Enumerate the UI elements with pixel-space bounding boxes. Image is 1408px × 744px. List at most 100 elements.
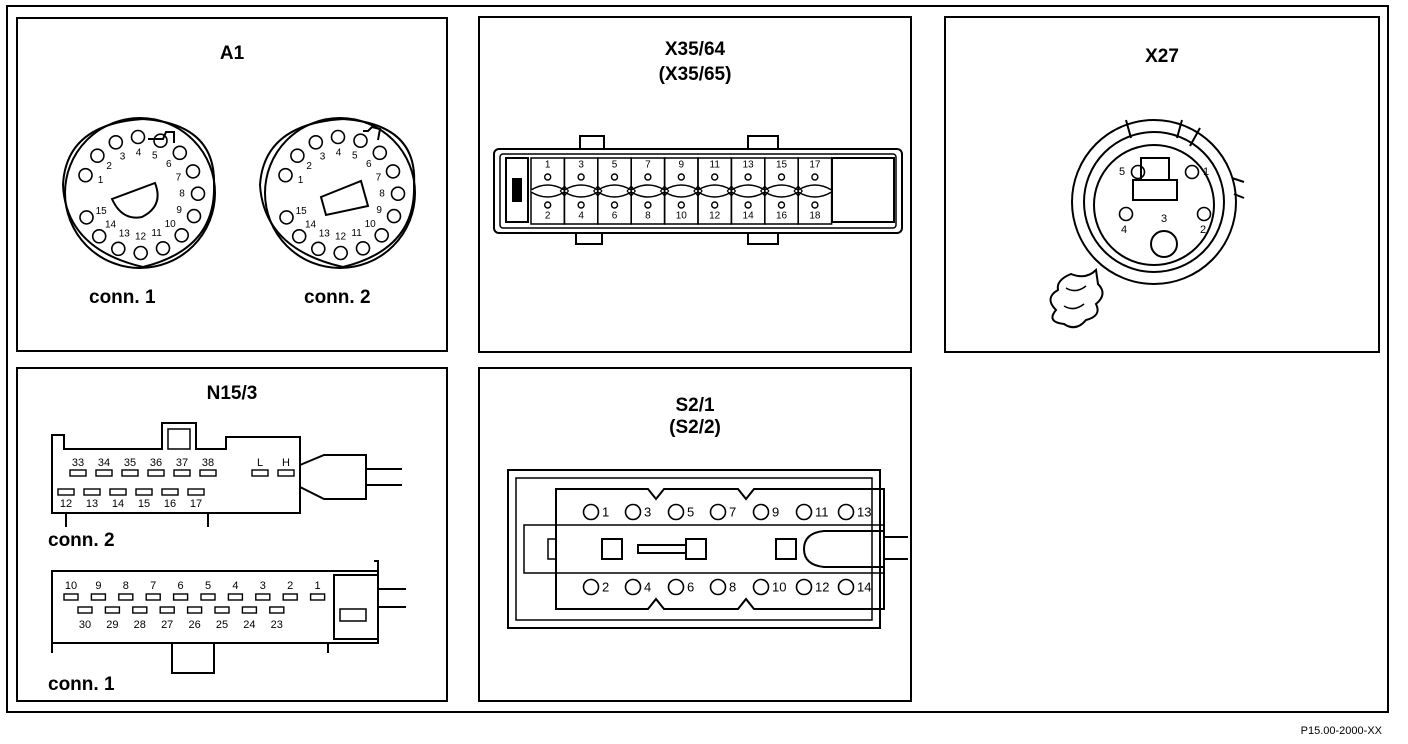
n15-conn1-pin-4 xyxy=(227,593,244,601)
a1-conn1-pin-5 xyxy=(153,133,168,148)
n15-conn1-pin-label-24: 24 xyxy=(243,619,255,631)
s2-pin-label-2: 2 xyxy=(602,579,609,594)
n15-conn2-caption: conn. 2 xyxy=(48,530,115,551)
x35-pin-label-3: 3 xyxy=(578,160,584,171)
x35-pin-16 xyxy=(777,201,786,209)
x27-key-block xyxy=(1140,157,1170,181)
s2-pin-label-14: 14 xyxy=(857,579,871,594)
x35-pin-10 xyxy=(677,201,686,209)
panel-title-x35: X35/64 xyxy=(664,39,726,60)
x35-pin-2 xyxy=(543,201,552,209)
x27-pin-label-2: 2 xyxy=(1200,224,1206,236)
x35-top-latch-left xyxy=(579,135,605,150)
a1-conn2-pin-12 xyxy=(333,245,349,261)
s2-slider-bar xyxy=(637,544,687,554)
x35-pin-5 xyxy=(610,173,619,181)
s2-pin-label-8: 8 xyxy=(729,579,736,594)
n15-conn1-pin-8 xyxy=(118,593,134,601)
a1-conn2-key xyxy=(363,125,382,141)
a1-conn1-pin-12 xyxy=(133,245,148,261)
x35-divider-7 xyxy=(760,185,770,197)
s2-pin-9 xyxy=(752,503,770,521)
x35-bottom-latch-right xyxy=(747,232,779,245)
s2-pin-14 xyxy=(837,578,855,596)
n15-conn1-pin-6 xyxy=(172,593,189,601)
s2-slider-knob xyxy=(685,538,707,560)
n15-conn1-pin-label-30: 30 xyxy=(79,619,91,631)
n15-conn1-pin-label-3: 3 xyxy=(260,580,266,592)
x35-pin-9 xyxy=(677,173,686,181)
n15-conn2-pin-label-14: 14 xyxy=(112,498,124,510)
n15-conn1-pin-label-2: 2 xyxy=(287,580,293,592)
s2-pin-label-5: 5 xyxy=(687,504,694,519)
s2-pin-label-12: 12 xyxy=(815,579,829,594)
x27-pin-label-5: 5 xyxy=(1119,166,1125,178)
a1-conn2-pin-label-2: 2 xyxy=(306,161,312,172)
a1-conn2-pin-3 xyxy=(308,135,324,150)
n15-conn1-pin-7 xyxy=(145,593,161,601)
a1-conn2-pin-13 xyxy=(310,241,326,257)
x35-bottom-latch-left xyxy=(575,232,603,245)
a1-conn2-face xyxy=(264,117,416,269)
x35-pin-label-8: 8 xyxy=(645,211,651,222)
s2-pin-11 xyxy=(795,503,813,521)
x27-pin-2 xyxy=(1196,206,1212,222)
n15-conn2-pin-label-37: 37 xyxy=(176,457,188,469)
n15-conn1-pin-24 xyxy=(241,606,258,614)
x35-pin-label-9: 9 xyxy=(679,160,685,171)
n15-conn2-pin-14 xyxy=(109,488,127,496)
s2-pin-label-13: 13 xyxy=(857,504,871,519)
x35-pin-7 xyxy=(644,173,652,181)
s2-pin-label-4: 4 xyxy=(644,579,651,594)
x35-pin-1 xyxy=(543,173,552,181)
a1-conn1-pin-13 xyxy=(111,241,126,257)
a1-conn1-pin-11 xyxy=(155,241,171,256)
n15-conn1-pin-2 xyxy=(282,593,298,601)
s2-pin-3 xyxy=(624,503,642,521)
s2-pin-6 xyxy=(667,578,685,596)
x35-pin-15 xyxy=(777,173,786,181)
n15-conn2-pin-label-35: 35 xyxy=(124,457,136,469)
panel-title-x27: X27 xyxy=(1145,46,1179,67)
a1-conn2-pin-14 xyxy=(291,229,307,244)
n15-conn1-pin-30 xyxy=(77,606,93,614)
s2-actuator-right xyxy=(775,538,797,560)
a1-conn2-pin-label-12: 12 xyxy=(335,232,347,243)
x27-pin-label-3: 3 xyxy=(1161,213,1167,225)
n15-conn1-pin-label-27: 27 xyxy=(161,619,173,631)
a1-conn2-pin-1 xyxy=(278,167,293,183)
a1-conn2-pin-label-10: 10 xyxy=(365,219,377,230)
a1-conn2-pin-label-11: 11 xyxy=(351,228,362,239)
a1-conn2-center-slot xyxy=(319,179,370,217)
a1-conn2-pin-7 xyxy=(385,164,401,179)
x35-pin-label-18: 18 xyxy=(809,211,821,222)
a1-conn2-pin-label-6: 6 xyxy=(366,159,372,170)
n15-conn1-pin-label-5: 5 xyxy=(205,580,211,592)
n15-conn1-pin-label-8: 8 xyxy=(123,580,129,592)
n15-conn2-pin-label-34: 34 xyxy=(98,457,110,469)
s2-pin-8 xyxy=(709,578,727,596)
a1-conn1-pin-8 xyxy=(190,186,206,201)
x35-pin-label-5: 5 xyxy=(612,160,618,171)
a1-conn1-face xyxy=(64,117,216,269)
a1-conn2-pin-label-3: 3 xyxy=(320,151,326,162)
x35-right-cavity xyxy=(831,157,895,223)
x35-top-cell-17 xyxy=(797,157,833,192)
x35-pin-3 xyxy=(577,173,585,181)
x35-pin-label-14: 14 xyxy=(743,211,755,222)
x35-divider-5 xyxy=(693,185,703,197)
x35-pin-label-1: 1 xyxy=(545,160,551,171)
a1-conn1-pin-label-2: 2 xyxy=(106,161,112,172)
x35-divider-2 xyxy=(593,185,603,197)
n15-conn1-pin-1 xyxy=(309,593,326,601)
s2-pin-7 xyxy=(709,503,727,521)
s2-pin-carrier xyxy=(555,488,885,610)
x35-top-latch-right xyxy=(747,135,779,150)
n15-conn1-pin-label-1: 1 xyxy=(315,580,321,592)
x35-pin-label-17: 17 xyxy=(809,160,821,171)
